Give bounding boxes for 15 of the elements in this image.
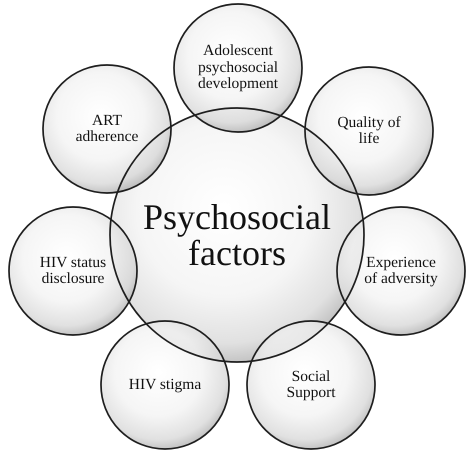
factor-label: Quality of life [336, 114, 402, 148]
factor-circle [246, 320, 376, 450]
factor-label: HIV stigma [128, 376, 202, 394]
factor-circle [304, 66, 434, 196]
factor-label: Social Support [285, 368, 337, 402]
factor-circle [8, 206, 138, 336]
factor-label: Experience of adversity [363, 254, 439, 288]
factor-circle [336, 206, 466, 336]
factor-circle [42, 64, 172, 194]
central-label: Psychosocial factors [142, 199, 332, 271]
factor-circle [100, 320, 230, 450]
factor-label: HIV status disclosure [38, 254, 108, 288]
factor-circle [173, 3, 303, 133]
factor-label: ART adherence [74, 112, 140, 146]
factor-label: Adolescent psychosocial development [196, 43, 280, 93]
